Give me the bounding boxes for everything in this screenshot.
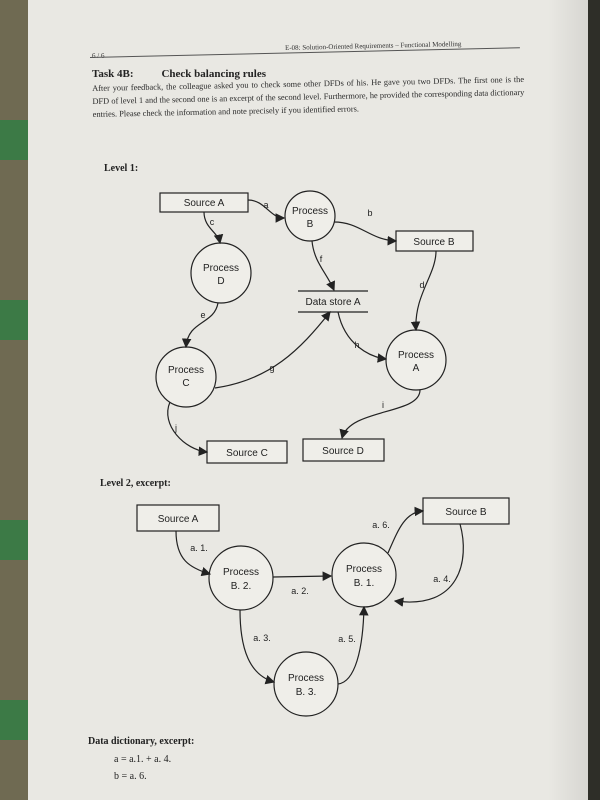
- l2-flow-a4-label: a. 4.: [433, 574, 451, 584]
- background-fabric: [0, 300, 30, 340]
- l1-flow-e-label: e: [200, 310, 205, 320]
- l2-source-b-box: [422, 497, 510, 525]
- l2-source-a-box: [136, 504, 220, 532]
- l1-source-b-label: Source B: [413, 237, 454, 248]
- background-fabric: [0, 520, 30, 560]
- level1-diagram: [155, 190, 474, 464]
- l1-flow-b-label: b: [367, 208, 372, 218]
- l1-flow-b: [333, 221, 398, 246]
- level1-heading: Level 1:: [104, 163, 139, 174]
- l1-source-d-label: Source D: [322, 446, 364, 457]
- l1-process-c-label-2: C: [182, 378, 189, 389]
- l1-flow-g: [214, 311, 331, 389]
- l2-flow-a1-label: a. 1.: [190, 543, 208, 553]
- background-edge: [585, 0, 600, 800]
- l2-process-b2-label-1: Process: [223, 567, 259, 578]
- level2-heading: Level 2, excerpt:: [100, 478, 171, 489]
- page-number: 6 / 6: [92, 52, 105, 60]
- l1-flow-j-label: j: [174, 423, 177, 433]
- l1-flow-h-label: h: [354, 340, 359, 350]
- l2-process-b1-label-1: Process: [346, 564, 382, 575]
- l2-source-a-label: Source A: [158, 514, 199, 525]
- l1-process-a-label-1: Process: [398, 350, 434, 361]
- l2-flow-a3: [239, 609, 276, 685]
- l2-process-b1-circle: [331, 542, 397, 608]
- l2-process-b2-circle: [208, 545, 274, 611]
- l2-process-b3-circle: [273, 651, 339, 717]
- l1-flow-c: [203, 211, 224, 245]
- data-dictionary-entry: a = a.1. + a. 4.: [114, 754, 172, 765]
- level2-diagram: [136, 497, 510, 717]
- l2-process-b3-label-1: Process: [288, 673, 324, 684]
- l2-flow-a3-label: a. 3.: [253, 633, 271, 643]
- l1-process-c-circle: [155, 346, 217, 408]
- l2-flow-a2-label: a. 2.: [291, 586, 309, 596]
- l1-flow-g-label: g: [269, 363, 274, 373]
- l1-flow-a: [247, 199, 286, 223]
- l1-process-b-label-1: Process: [292, 206, 328, 217]
- background-fabric: [0, 700, 30, 740]
- l1-process-c-label-1: Process: [168, 365, 204, 376]
- l2-flow-a1: [175, 530, 212, 577]
- data-dictionary-heading: Data dictionary, excerpt:: [88, 736, 195, 747]
- l2-source-b-label: Source B: [445, 507, 486, 518]
- l1-flow-d: [410, 250, 437, 332]
- l1-process-b-label-2: B: [307, 219, 314, 230]
- l1-process-d-label-1: Process: [203, 263, 239, 274]
- l1-source-c-label: Source C: [226, 448, 268, 459]
- data-dictionary-entry: b = a. 6.: [114, 771, 147, 782]
- l1-process-a-label-2: A: [413, 363, 420, 374]
- l1-flow-j: [167, 401, 209, 457]
- l2-flow-a5-label: a. 5.: [338, 634, 356, 644]
- l1-flow-d-label: d: [419, 280, 424, 290]
- l2-flow-a5: [337, 605, 369, 685]
- l1-flow-f-label: f: [320, 254, 323, 264]
- l1-flow-f: [311, 240, 335, 292]
- l2-flow-a2: [272, 571, 333, 581]
- l1-flow-a-label: a: [263, 200, 268, 210]
- task-title: Task 4B: Check balancing rules: [92, 68, 294, 80]
- l2-process-b3-label-2: B. 3.: [296, 687, 317, 698]
- l1-flow-c-label: c: [210, 217, 215, 227]
- l1-flow-e: [181, 302, 219, 349]
- l1-process-d-label-2: D: [217, 276, 224, 287]
- l1-datastore-label: Data store A: [305, 297, 360, 308]
- l2-process-b2-label-2: B. 2.: [231, 581, 252, 592]
- l2-flow-a6: [387, 506, 425, 554]
- l2-flow-a4: [393, 523, 464, 607]
- l2-flow-a6-label: a. 6.: [372, 520, 390, 530]
- l1-flow-i: [339, 389, 421, 440]
- l1-flow-i-label: i: [382, 400, 384, 410]
- l2-process-b1-label-2: B. 1.: [354, 578, 375, 589]
- task-number: Task 4B:: [92, 68, 134, 80]
- l1-source-a-label: Source A: [184, 198, 225, 209]
- background-fabric: [0, 120, 30, 160]
- l1-flow-h: [337, 311, 388, 363]
- task-name: Check balancing rules: [161, 68, 266, 80]
